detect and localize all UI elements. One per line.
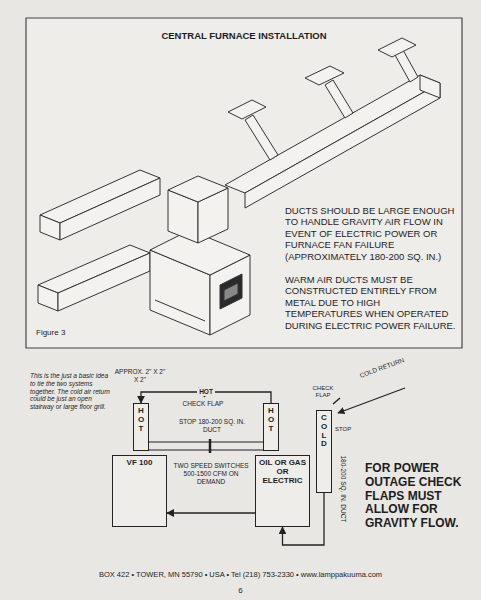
page-number: 6 xyxy=(220,586,261,596)
duct xyxy=(225,75,440,208)
dimension: APPROX. 2" X 2" X 2" xyxy=(112,368,168,384)
note-text: DUCTS SHOULD BE LARGE ENOUGH TO HANDLE G… xyxy=(285,205,457,262)
duct xyxy=(38,245,150,311)
figure-number: Figure 3 xyxy=(36,328,96,338)
warning-text: FOR POWER OUTAGE CHECK FLAPS MUST ALLOW … xyxy=(365,462,473,531)
figure-title: CENTRAL FURNACE INSTALLATION xyxy=(26,30,462,41)
plenum xyxy=(168,176,228,243)
part-label: STOP xyxy=(335,426,359,433)
edge-label: HOT xyxy=(197,388,215,396)
part-label: CHECK FLAP xyxy=(306,385,340,399)
furnace-box: OIL OR GAS OR ELECTRIC xyxy=(255,455,310,527)
furnace-box: VF 100 xyxy=(112,455,167,527)
furnace xyxy=(150,230,250,335)
branch-duct xyxy=(228,38,418,160)
box-label: COLD xyxy=(320,414,328,449)
hot-plenum: HOT xyxy=(263,403,279,451)
cold-duct: COLD xyxy=(316,410,332,493)
box-label: HOT xyxy=(267,407,275,433)
part-label: TWO SPEED SWITCHES 500-1500 CFM ON DEMAN… xyxy=(170,462,252,485)
figure-panel xyxy=(26,18,462,348)
box-label: VF 100 xyxy=(115,459,164,468)
duct-connector xyxy=(167,512,255,513)
part-label: CHECK FLAP xyxy=(178,400,228,408)
part-label: STOP 180-200 SQ. IN. DUCT xyxy=(172,418,252,434)
duct xyxy=(40,170,160,240)
part-label: COLD RETURN xyxy=(352,354,411,382)
part-label: 180-200 SQ. IN. DUCT xyxy=(340,436,348,541)
box-label: OIL OR GAS OR ELECTRIC xyxy=(258,459,307,485)
side-note: This is the just a basic idea to tie the… xyxy=(30,372,112,411)
footer-text: BOX 422 • TOWER, MN 55790 • USA • Tel (2… xyxy=(10,570,471,579)
hot-plenum: HOT xyxy=(133,403,149,451)
note-text: WARM AIR DUCTS MUST BE CONSTRUCTED ENTIR… xyxy=(285,274,457,331)
box-label: HOT xyxy=(137,407,145,433)
